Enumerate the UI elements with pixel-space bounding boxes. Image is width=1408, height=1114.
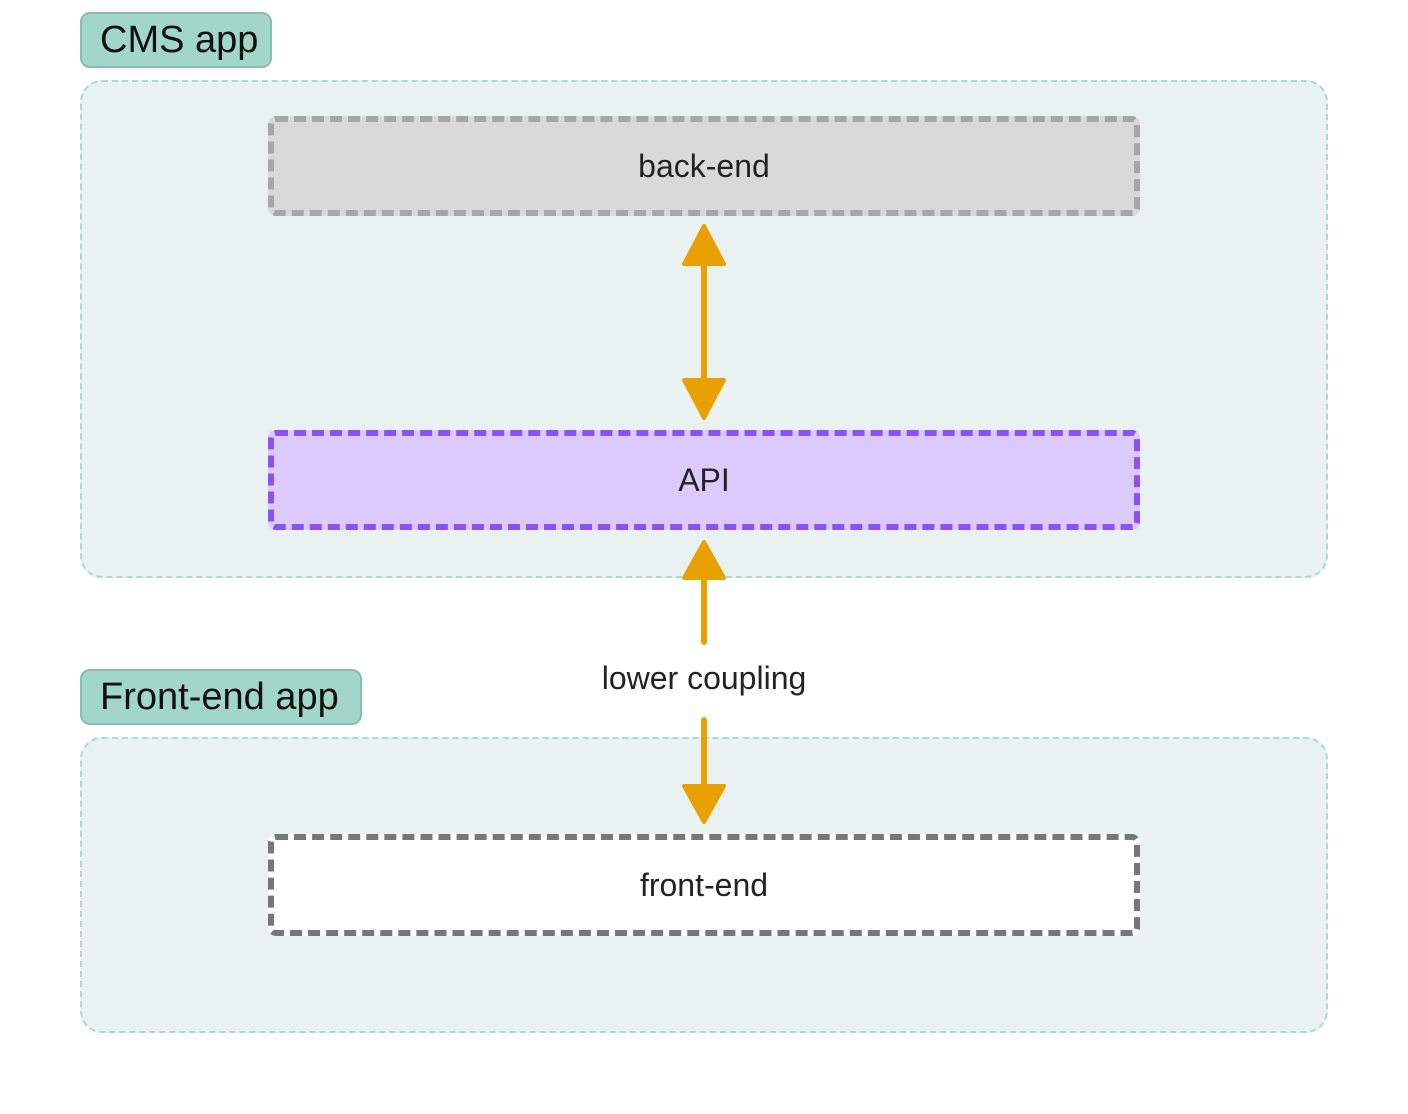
backend-api-arrow [682, 224, 726, 420]
api-node: API [268, 430, 1140, 530]
frontend-to-api-arrow-head [682, 540, 726, 645]
cms-app-tag: CMS app [80, 12, 272, 68]
frontend-app-tag: Front-end app [80, 669, 362, 725]
backend-node: back-end [268, 116, 1140, 216]
coupling-link-label: lower coupling [601, 660, 807, 696]
api-to-frontend-arrow-head [682, 717, 726, 824]
frontend-node: front-end [268, 834, 1140, 936]
frontend-app-label: Front-end app [100, 676, 339, 718]
frontend-label: front-end [639, 866, 769, 903]
api-label: API [678, 461, 730, 498]
backend-label: back-end [638, 147, 770, 184]
cms-app-label: CMS app [100, 19, 259, 61]
